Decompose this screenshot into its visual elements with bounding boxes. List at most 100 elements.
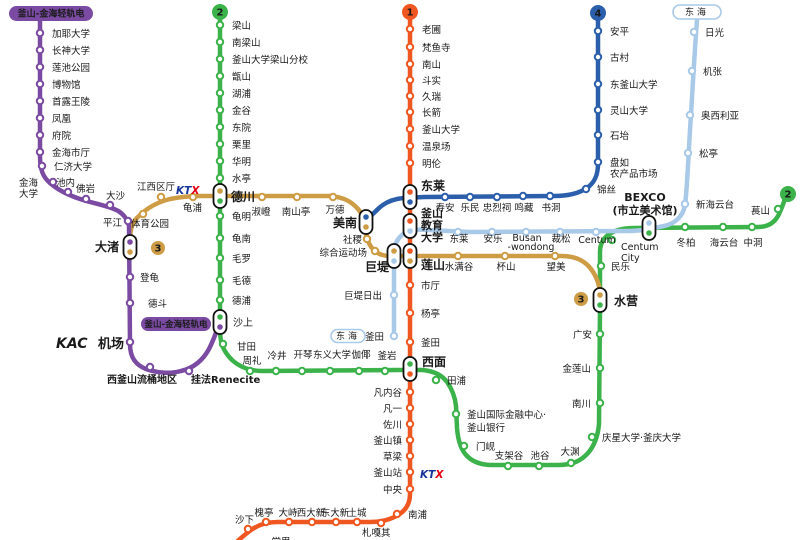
interchange-capsule[interactable] xyxy=(402,356,418,382)
station-dot[interactable] xyxy=(405,484,415,494)
station-dot[interactable] xyxy=(405,124,415,134)
station-dot[interactable] xyxy=(389,290,399,300)
station-dot[interactable] xyxy=(534,461,544,471)
station-dot[interactable] xyxy=(125,272,135,282)
station-dot[interactable] xyxy=(331,517,341,527)
station-dot[interactable] xyxy=(215,295,225,305)
station-dot[interactable] xyxy=(595,398,605,408)
station-dot[interactable] xyxy=(123,216,133,226)
station-dot[interactable] xyxy=(35,28,45,38)
station-dot[interactable] xyxy=(518,191,528,201)
station-dot[interactable] xyxy=(687,66,697,76)
station-dot[interactable] xyxy=(593,79,603,89)
station-dot[interactable] xyxy=(405,435,415,445)
station-dot[interactable] xyxy=(328,192,338,202)
station-dot[interactable] xyxy=(593,130,603,140)
station-dot[interactable] xyxy=(405,91,415,101)
station-dot[interactable] xyxy=(81,194,91,204)
station-dot[interactable] xyxy=(405,467,415,477)
station-dot[interactable] xyxy=(453,251,463,261)
station-dot[interactable] xyxy=(292,192,302,202)
station-dot[interactable] xyxy=(405,42,415,52)
station-dot[interactable] xyxy=(405,59,415,69)
station-dot[interactable] xyxy=(405,158,415,168)
station-dot[interactable] xyxy=(405,419,415,429)
interchange-capsule[interactable] xyxy=(212,183,228,209)
station-dot[interactable] xyxy=(362,234,372,244)
station-dot[interactable] xyxy=(35,147,45,157)
station-dot[interactable] xyxy=(451,409,461,419)
station-dot[interactable] xyxy=(405,451,415,461)
station-dot[interactable] xyxy=(376,518,386,528)
station-dot[interactable] xyxy=(587,432,597,442)
station-dot[interactable] xyxy=(48,177,58,187)
station-dot[interactable] xyxy=(215,105,225,115)
interchange-capsule[interactable] xyxy=(402,184,418,210)
station-dot[interactable] xyxy=(747,222,757,232)
station-dot[interactable] xyxy=(405,280,415,290)
station-dot[interactable] xyxy=(593,105,603,115)
station-dot[interactable] xyxy=(555,227,565,237)
station-dot[interactable] xyxy=(453,227,463,237)
station-dot[interactable] xyxy=(215,275,225,285)
station-dot[interactable] xyxy=(35,62,45,72)
station-dot[interactable] xyxy=(35,96,45,106)
station-dot[interactable] xyxy=(405,387,415,397)
station-dot[interactable] xyxy=(215,37,225,47)
station-dot[interactable] xyxy=(550,251,560,261)
station-dot[interactable] xyxy=(500,251,510,261)
station-dot[interactable] xyxy=(35,79,45,89)
station-dot[interactable] xyxy=(105,200,115,210)
station-dot[interactable] xyxy=(257,192,267,202)
station-dot[interactable] xyxy=(593,26,603,36)
station-dot[interactable] xyxy=(581,184,591,194)
interchange-capsule[interactable] xyxy=(122,234,138,260)
station-dot[interactable] xyxy=(389,331,399,341)
station-dot[interactable] xyxy=(503,461,513,471)
station-dot[interactable] xyxy=(184,366,194,376)
station-dot[interactable] xyxy=(63,187,73,197)
station-dot[interactable] xyxy=(405,403,415,413)
station-dot[interactable] xyxy=(243,524,253,534)
station-dot[interactable] xyxy=(392,509,402,519)
station-dot[interactable] xyxy=(596,261,606,271)
interchange-capsule[interactable] xyxy=(641,215,657,241)
station-dot[interactable] xyxy=(215,88,225,98)
interchange-capsule[interactable] xyxy=(212,309,228,335)
station-dot[interactable] xyxy=(215,173,225,183)
station-dot[interactable] xyxy=(545,191,555,201)
station-dot[interactable] xyxy=(595,363,605,373)
station-dot[interactable] xyxy=(354,366,364,376)
station-dot[interactable] xyxy=(307,517,317,527)
station-dot[interactable] xyxy=(125,298,135,308)
station-dot[interactable] xyxy=(145,362,155,372)
station-dot[interactable] xyxy=(215,54,225,64)
station-dot[interactable] xyxy=(215,139,225,149)
interchange-capsule[interactable] xyxy=(402,213,418,239)
station-dot[interactable] xyxy=(156,192,166,202)
interchange-capsule[interactable] xyxy=(358,209,374,235)
station-dot[interactable] xyxy=(680,199,690,209)
station-dot[interactable] xyxy=(35,45,45,55)
station-dot[interactable] xyxy=(215,156,225,166)
station-dot[interactable] xyxy=(215,71,225,81)
station-dot[interactable] xyxy=(405,107,415,117)
station-dot[interactable] xyxy=(591,227,601,237)
station-dot[interactable] xyxy=(773,204,783,214)
station-dot[interactable] xyxy=(487,227,497,237)
station-dot[interactable] xyxy=(35,113,45,123)
station-dot[interactable] xyxy=(297,366,307,376)
interchange-capsule[interactable] xyxy=(386,243,402,269)
station-dot[interactable] xyxy=(680,222,690,232)
station-dot[interactable] xyxy=(188,192,198,202)
station-dot[interactable] xyxy=(215,211,225,221)
station-dot[interactable] xyxy=(215,253,225,263)
station-dot[interactable] xyxy=(595,329,605,339)
station-dot[interactable] xyxy=(125,337,135,347)
station-dot[interactable] xyxy=(215,20,225,30)
station-dot[interactable] xyxy=(405,337,415,347)
station-dot[interactable] xyxy=(380,366,390,376)
station-dot[interactable] xyxy=(459,441,469,451)
station-dot[interactable] xyxy=(215,122,225,132)
station-dot[interactable] xyxy=(718,222,728,232)
